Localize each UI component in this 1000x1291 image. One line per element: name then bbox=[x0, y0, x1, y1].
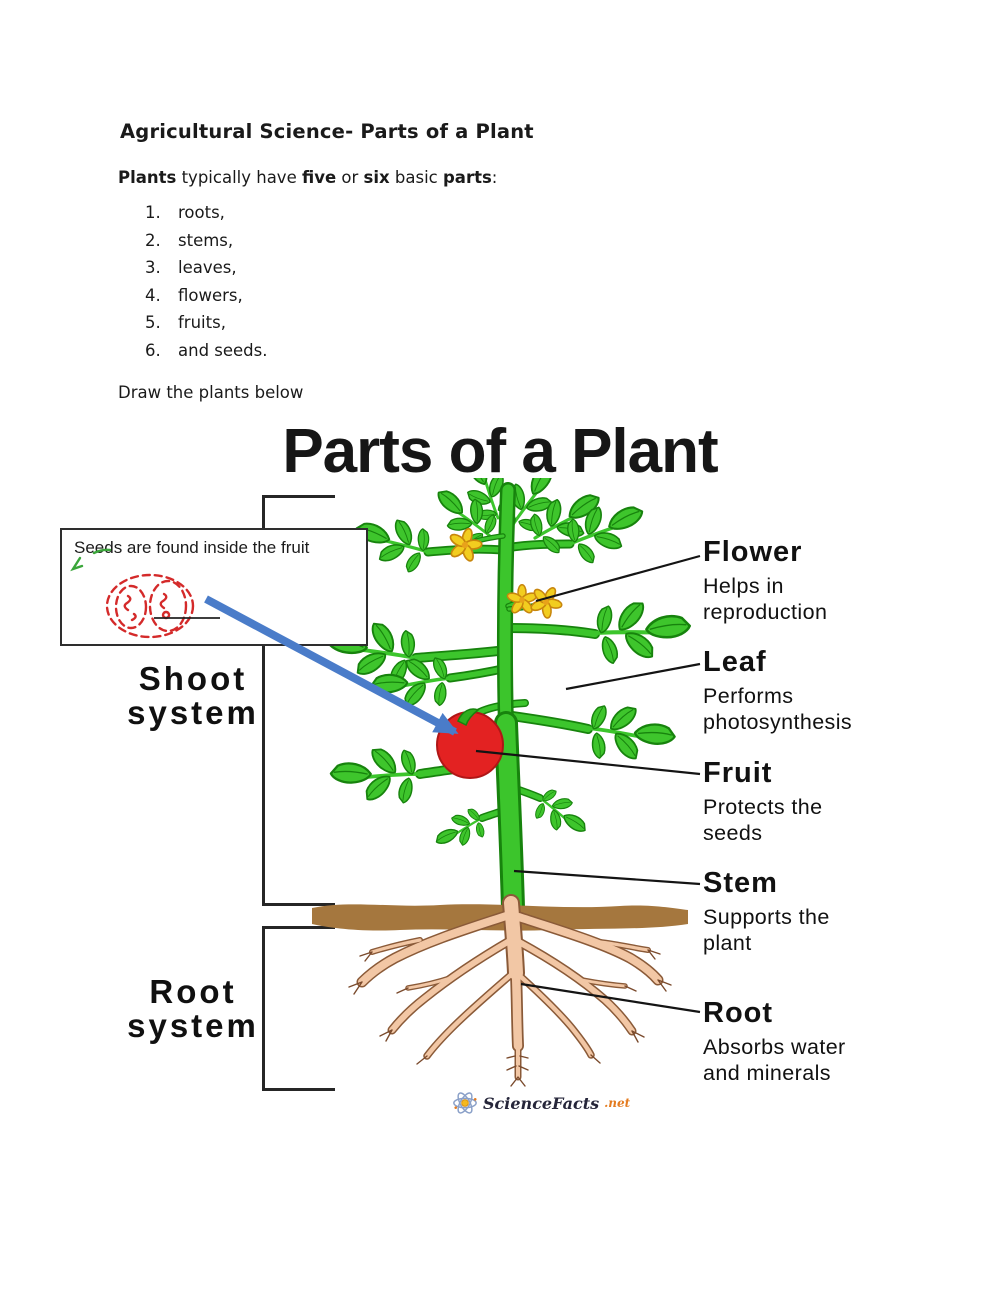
main-stem bbox=[494, 482, 525, 920]
flower-blossom bbox=[443, 523, 487, 566]
list-item: 4. flowers, bbox=[145, 285, 243, 305]
logo-brand-text: ScienceFacts bbox=[483, 1093, 600, 1113]
intro-sentence: Plants typically have five or six basic … bbox=[118, 168, 498, 187]
intro-bold-plants: Plants bbox=[118, 168, 177, 187]
list-item: 3.leaves, bbox=[145, 258, 237, 277]
leaf-description: Performs photosynthesis bbox=[703, 684, 853, 734]
intro-bold-six: six bbox=[363, 168, 390, 187]
atom-icon bbox=[453, 1092, 477, 1114]
seeds-callout-text: Seeds are found inside the fruit bbox=[74, 538, 310, 557]
fruit-label-group: Fruit Protects the seeds bbox=[703, 757, 933, 846]
stem-label-group: Stem Supports the plant bbox=[703, 867, 933, 956]
list-item: 2.stems, bbox=[145, 230, 234, 250]
tomato-cross-section-sketch bbox=[70, 548, 220, 639]
flower-label-group: Flower Helps in reproduction bbox=[703, 536, 933, 625]
list-item: 1.roots, bbox=[145, 203, 225, 222]
sciencefacts-logo: ScienceFacts .net bbox=[452, 1090, 630, 1116]
fruit-description: Protects the seeds bbox=[703, 795, 823, 845]
seeds-callout-box: Seeds are found inside the fruit bbox=[60, 528, 368, 646]
diagram-title: Parts of a Plant bbox=[282, 417, 718, 486]
intro-bold-parts: parts bbox=[443, 168, 492, 187]
stem-label: Stem bbox=[703, 867, 778, 899]
root-label: Root bbox=[703, 997, 774, 1029]
leaf-label-group: Leaf Performs photosynthesis bbox=[703, 646, 933, 735]
intro-bold-five: five bbox=[301, 168, 337, 187]
root-description: Absorbs water and minerals bbox=[703, 1035, 846, 1085]
hand-drawn-tomato bbox=[105, 573, 195, 639]
draw-prompt: Draw the plants below bbox=[118, 383, 304, 402]
root-network bbox=[348, 894, 672, 1087]
flower-label: Flower bbox=[703, 536, 803, 568]
stem-description: Supports the plant bbox=[703, 905, 830, 955]
fruit-label: Fruit bbox=[703, 757, 773, 789]
logo-tld-text: .net bbox=[604, 1096, 631, 1110]
list-item: 6.and seeds. bbox=[145, 340, 268, 360]
root-system-label: Root system bbox=[127, 973, 259, 1044]
list-item: 5.fruits, bbox=[145, 313, 226, 332]
worksheet-title: Agricultural Science- Parts of a Plant bbox=[120, 120, 534, 143]
shoot-system-label: Shoot system bbox=[127, 660, 259, 731]
leaf-label: Leaf bbox=[703, 646, 767, 678]
flowers bbox=[443, 523, 570, 625]
root-system-bracket bbox=[262, 926, 335, 1091]
root-label-group: Root Absorbs water and minerals bbox=[703, 997, 933, 1086]
flower-description: Helps in reproduction bbox=[703, 574, 828, 624]
plant-parts-list: 1.roots, 2.stems, 3.leaves, 4. flowers, … bbox=[145, 203, 268, 369]
tomato-fruit bbox=[436, 708, 504, 779]
green-check-annotation bbox=[70, 548, 112, 572]
